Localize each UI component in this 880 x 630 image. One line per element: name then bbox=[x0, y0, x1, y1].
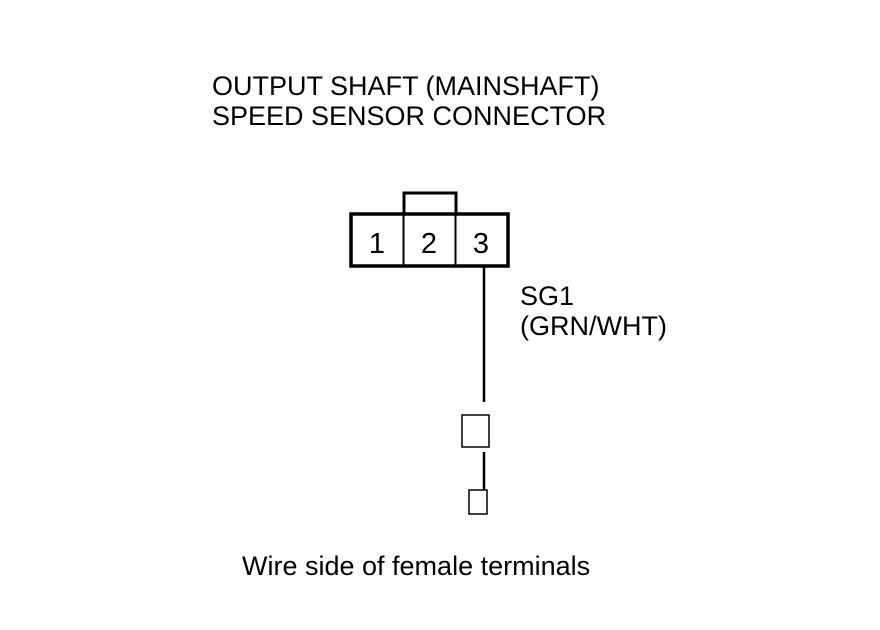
diagram-caption: Wire side of female terminals bbox=[242, 551, 591, 581]
wire-code-label: SG1 bbox=[520, 281, 575, 311]
pin-label-1: 1 bbox=[369, 228, 385, 260]
wire-color-label: (GRN/WHT) bbox=[520, 311, 667, 341]
terminal-probe-small bbox=[468, 489, 488, 515]
connector-lock-tab bbox=[402, 191, 458, 216]
diagram-title-line-1: OUTPUT SHAFT (MAINSHAFT) bbox=[212, 71, 600, 101]
diagram-title-line-2: SPEED SENSOR CONNECTOR bbox=[212, 101, 607, 131]
pin-label-2: 2 bbox=[421, 228, 437, 260]
pin-label-3: 3 bbox=[473, 228, 489, 260]
terminal-probe-large bbox=[461, 414, 490, 448]
connector-body bbox=[349, 212, 510, 268]
